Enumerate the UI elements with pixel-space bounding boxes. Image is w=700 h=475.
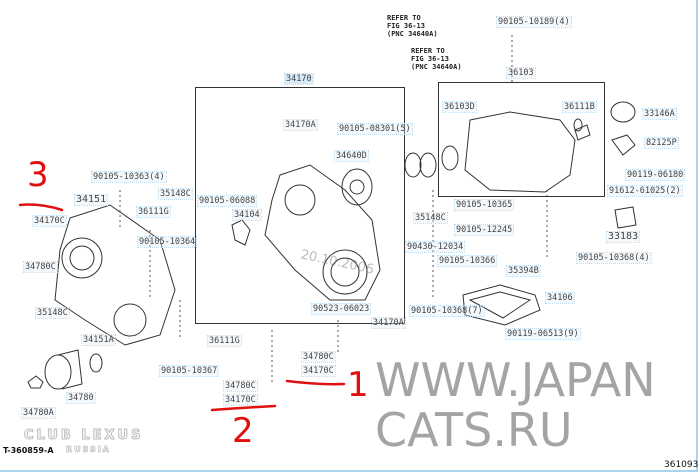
part-label[interactable]: 90119-06180 [624,169,686,181]
refer-note-line: REFER TO [387,14,421,22]
part-label[interactable]: 90105-06088 [196,195,258,207]
underline-2 [210,404,277,412]
part-label[interactable]: 34780C [223,380,258,392]
plate-34104-drawing [231,219,251,246]
part-label[interactable]: 34151A [81,334,116,346]
frame-border-right [696,0,698,472]
sensor-82125p-drawing [611,134,636,156]
seal-drawing [419,152,437,178]
annotation-mark-2: 2 [232,411,254,451]
part-label[interactable]: 34170C [301,365,336,377]
part-label[interactable]: 35148C [413,212,448,224]
part-label[interactable]: 90430-12034 [404,241,466,253]
refer-note-line: FIG 36-13 [387,22,425,30]
refer-note-line: FIG 36-13 [411,55,449,63]
part-label[interactable]: 36111G [207,335,242,347]
part-label[interactable]: 90119-06513(9) [505,328,581,340]
annotation-mark-3: 3 [27,155,49,195]
part-label[interactable]: 36111B [562,101,597,113]
oil-pan-34106-drawing [462,284,541,326]
part-label[interactable]: 90105-10363(4) [91,171,167,183]
part-label[interactable]: 90105-10368(4) [576,252,652,264]
cover-bore-upper [284,184,316,216]
refer-note-line: REFER TO [411,47,445,55]
case-34151-bore [61,237,103,279]
logo-club-lexus: CLUB LEXUS [23,428,144,444]
case-34151-rear-bore [113,303,147,337]
part-label[interactable]: 90105-10367 [158,365,220,377]
refer-note-1[interactable]: REFER TO FIG 36-13 (PNC 34640A) [387,14,438,38]
part-label[interactable]: 34170C [32,215,67,227]
figure-number: 361093 [664,460,699,470]
part-label[interactable]: 34106 [545,292,575,304]
part-label[interactable]: 36103 [506,67,536,79]
part-label[interactable]: 90105-10366 [436,255,498,267]
part-label[interactable]: 90105-10364 [136,236,198,248]
part-label[interactable]: 34151 [73,194,109,206]
cover-bore-lower-inner [330,257,360,287]
housing-36103-tail [574,124,591,141]
refer-note-line: (PNC 34640A) [387,30,438,38]
part-label[interactable]: 91612-61025(2) [607,185,683,197]
logo-russia: RUSSIA [66,445,111,455]
part-label[interactable]: 33183 [605,231,641,243]
underline-3 [18,203,64,212]
part-label[interactable]: 90105-10189(4) [496,16,572,28]
part-label[interactable]: 90105-10368(7) [409,305,485,317]
cover-34170-drawing [264,164,381,301]
plug-34780a-drawing [27,375,44,389]
part-label[interactable]: 90523-06023 [310,303,372,315]
part-label[interactable]: 34780C [23,261,58,273]
part-label[interactable]: 36103D [442,101,477,113]
part-label[interactable]: 34640D [334,150,369,162]
part-label[interactable]: 35148C [158,188,193,200]
refer-note-line: (PNC 34640A) [411,63,462,71]
seal-36111b-drawing [573,118,583,132]
case-34151-drawing [54,204,176,346]
refer-note-2[interactable]: REFER TO FIG 36-13 (PNC 34640A) [411,47,462,71]
cover-bore-lower [322,249,368,295]
group-frame-36103 [438,82,605,197]
part-label[interactable]: 34170C [223,394,258,406]
illustration-code: T-360859-A [3,446,54,455]
part-label[interactable]: 90105-12245 [453,224,515,236]
part-label[interactable]: 34780A [21,407,56,419]
seal-drawing [404,152,422,178]
frame-border-bottom [0,470,698,472]
part-label-group[interactable]: 34170 [284,73,314,85]
pump-34640d-hub [349,179,365,195]
part-label[interactable]: 90105-10365 [453,199,515,211]
part-label[interactable]: 34170A [371,317,406,329]
part-label[interactable]: 33146A [642,108,677,120]
part-label[interactable]: 34780 [66,392,96,404]
part-label[interactable]: 34170A [283,119,318,131]
underline-1 [285,379,346,386]
seal-drawing [441,145,459,171]
seal-34151a-drawing [89,353,103,373]
annotation-mark-1: 1 [347,365,369,405]
part-label[interactable]: 90105-08301(5) [337,123,413,135]
part-label[interactable]: 34104 [232,209,262,221]
part-label[interactable]: 34780C [301,351,336,363]
oil-pan-34106-inner [468,291,532,319]
pump-34640d-drawing [341,168,373,206]
cap-33146a-drawing [610,101,636,123]
group-frame-34170 [195,87,405,324]
bracket-33183-drawing [614,206,637,229]
part-label[interactable]: 35148C [35,307,70,319]
watermark-site: WWW.JAPANCATS.RU [375,353,656,457]
part-label[interactable]: 82125P [644,137,679,149]
sleeve-34780-body [57,349,83,390]
housing-36103-drawing [464,111,576,193]
leader-lines [119,35,548,385]
part-label[interactable]: 36111G [136,206,171,218]
case-34151-bore-inner [69,245,95,271]
part-label[interactable]: 35394B [506,265,541,277]
